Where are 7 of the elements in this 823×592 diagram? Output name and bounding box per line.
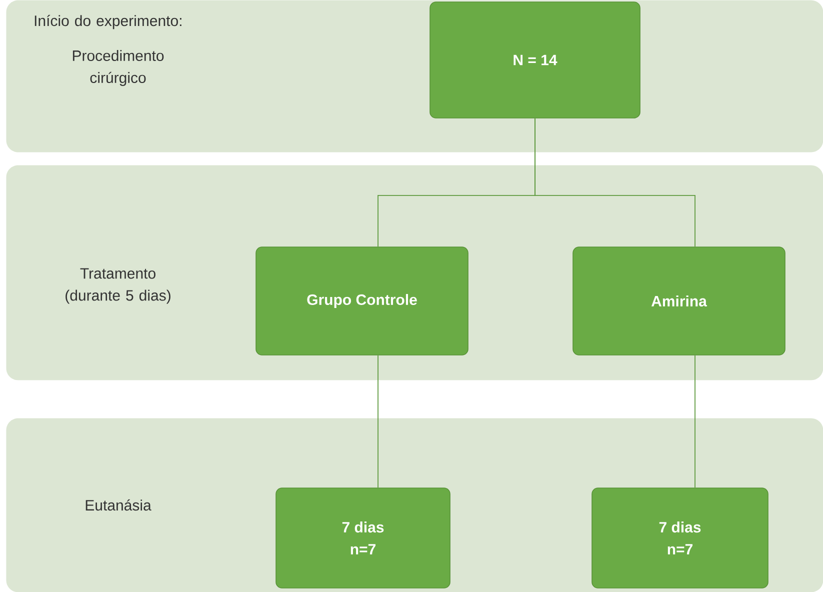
process-box: Amirina [572,246,786,356]
process-box: Grupo Controle [256,246,468,356]
process-box: 7 dias n=7 [592,488,768,588]
connector-line [534,118,696,248]
connector-line [694,354,696,488]
process-box: 7 dias n=7 [276,488,450,588]
process-box: N = 14 [430,2,640,118]
